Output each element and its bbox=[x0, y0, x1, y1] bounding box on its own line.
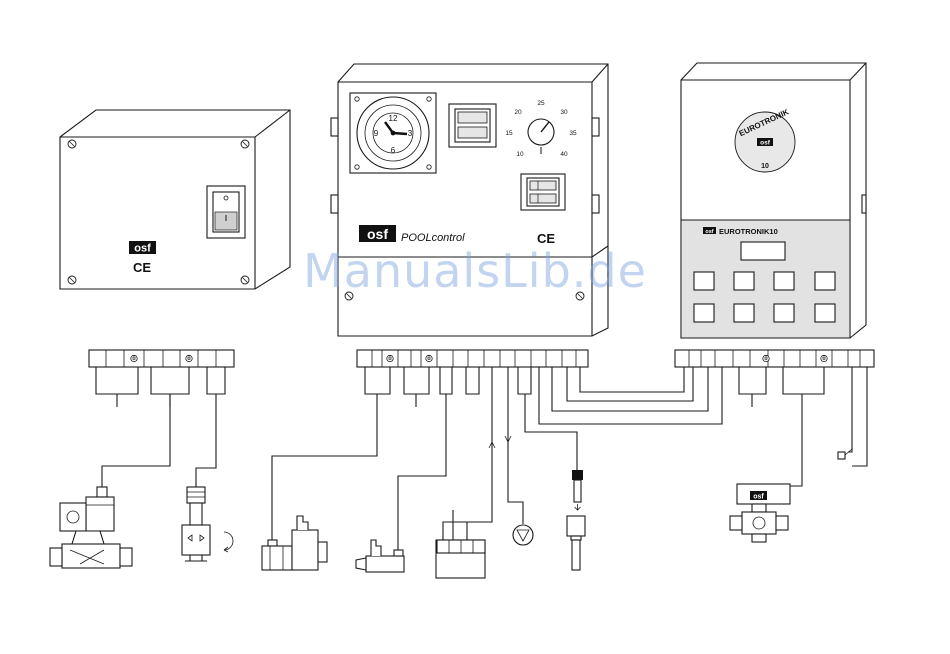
rotate-arrow-icon bbox=[224, 532, 233, 550]
heater-unit bbox=[356, 540, 404, 572]
panel-label: EUROTRONIK10 bbox=[719, 227, 778, 236]
svg-text:15: 15 bbox=[505, 130, 513, 137]
ground-symbol bbox=[763, 355, 769, 361]
keypad-button[interactable] bbox=[774, 272, 794, 290]
right-terminal-strip bbox=[675, 350, 874, 486]
svg-text:12: 12 bbox=[389, 114, 398, 123]
svg-text:osf: osf bbox=[367, 226, 388, 242]
svg-text:25: 25 bbox=[537, 100, 545, 107]
keypad-button[interactable] bbox=[694, 304, 714, 322]
ground-symbol bbox=[186, 355, 192, 361]
bus-cable bbox=[539, 367, 722, 424]
center-terminal-strip bbox=[272, 350, 588, 550]
ce-mark: CE bbox=[133, 260, 151, 275]
svg-text:6: 6 bbox=[391, 146, 396, 155]
ground-symbol bbox=[387, 355, 393, 361]
ground-symbol bbox=[426, 355, 432, 361]
temperature-sensor bbox=[567, 470, 585, 570]
rocker-switch[interactable] bbox=[207, 186, 245, 238]
svg-text:35: 35 bbox=[569, 130, 577, 137]
ground-symbol bbox=[131, 355, 137, 361]
motorized-valve: osf bbox=[730, 484, 790, 542]
keypad-button[interactable] bbox=[815, 272, 835, 290]
svg-text:osf: osf bbox=[753, 494, 764, 501]
pump-symbol bbox=[513, 525, 533, 545]
panel-logo: osf bbox=[703, 227, 716, 235]
keypad-button[interactable] bbox=[734, 304, 754, 322]
svg-text:10: 10 bbox=[761, 163, 769, 170]
eurotronik-unit: EUROTRONIK osf 10 osf EUROTRONIK10 bbox=[681, 63, 866, 338]
ce-mark: CE bbox=[537, 231, 555, 246]
ground-symbol bbox=[821, 355, 827, 361]
left-terminal-strip bbox=[89, 350, 234, 487]
svg-text:30: 30 bbox=[560, 109, 568, 116]
svg-text:osf: osf bbox=[134, 243, 151, 255]
svg-text:40: 40 bbox=[560, 151, 568, 158]
svg-text:osf: osf bbox=[760, 140, 771, 147]
timer-clock[interactable]: 12 3 6 9 bbox=[350, 93, 436, 173]
osf-logo: osf bbox=[359, 225, 396, 242]
dosing-unit bbox=[436, 510, 533, 578]
svg-text:osf: osf bbox=[705, 229, 713, 235]
svg-text:9: 9 bbox=[374, 129, 379, 138]
left-control-box: osf CE bbox=[60, 110, 290, 289]
pump-switch[interactable] bbox=[521, 174, 565, 210]
svg-text:10: 10 bbox=[516, 151, 524, 158]
display bbox=[741, 242, 785, 260]
keypad-button[interactable] bbox=[774, 304, 794, 322]
level-switch bbox=[182, 487, 233, 561]
keypad-button[interactable] bbox=[815, 304, 835, 322]
keypad-button[interactable] bbox=[734, 272, 754, 290]
svg-text:3: 3 bbox=[408, 129, 413, 138]
osf-logo: osf bbox=[129, 241, 156, 255]
product-name: POOLcontrol bbox=[401, 232, 465, 244]
solenoid-valve bbox=[50, 487, 132, 568]
pool-control-unit: 12 3 6 9 10 15 20 25 30 35 40 bbox=[331, 64, 608, 336]
keypad-button[interactable] bbox=[694, 272, 714, 290]
mode-switch[interactable] bbox=[449, 104, 496, 147]
svg-text:20: 20 bbox=[514, 109, 522, 116]
